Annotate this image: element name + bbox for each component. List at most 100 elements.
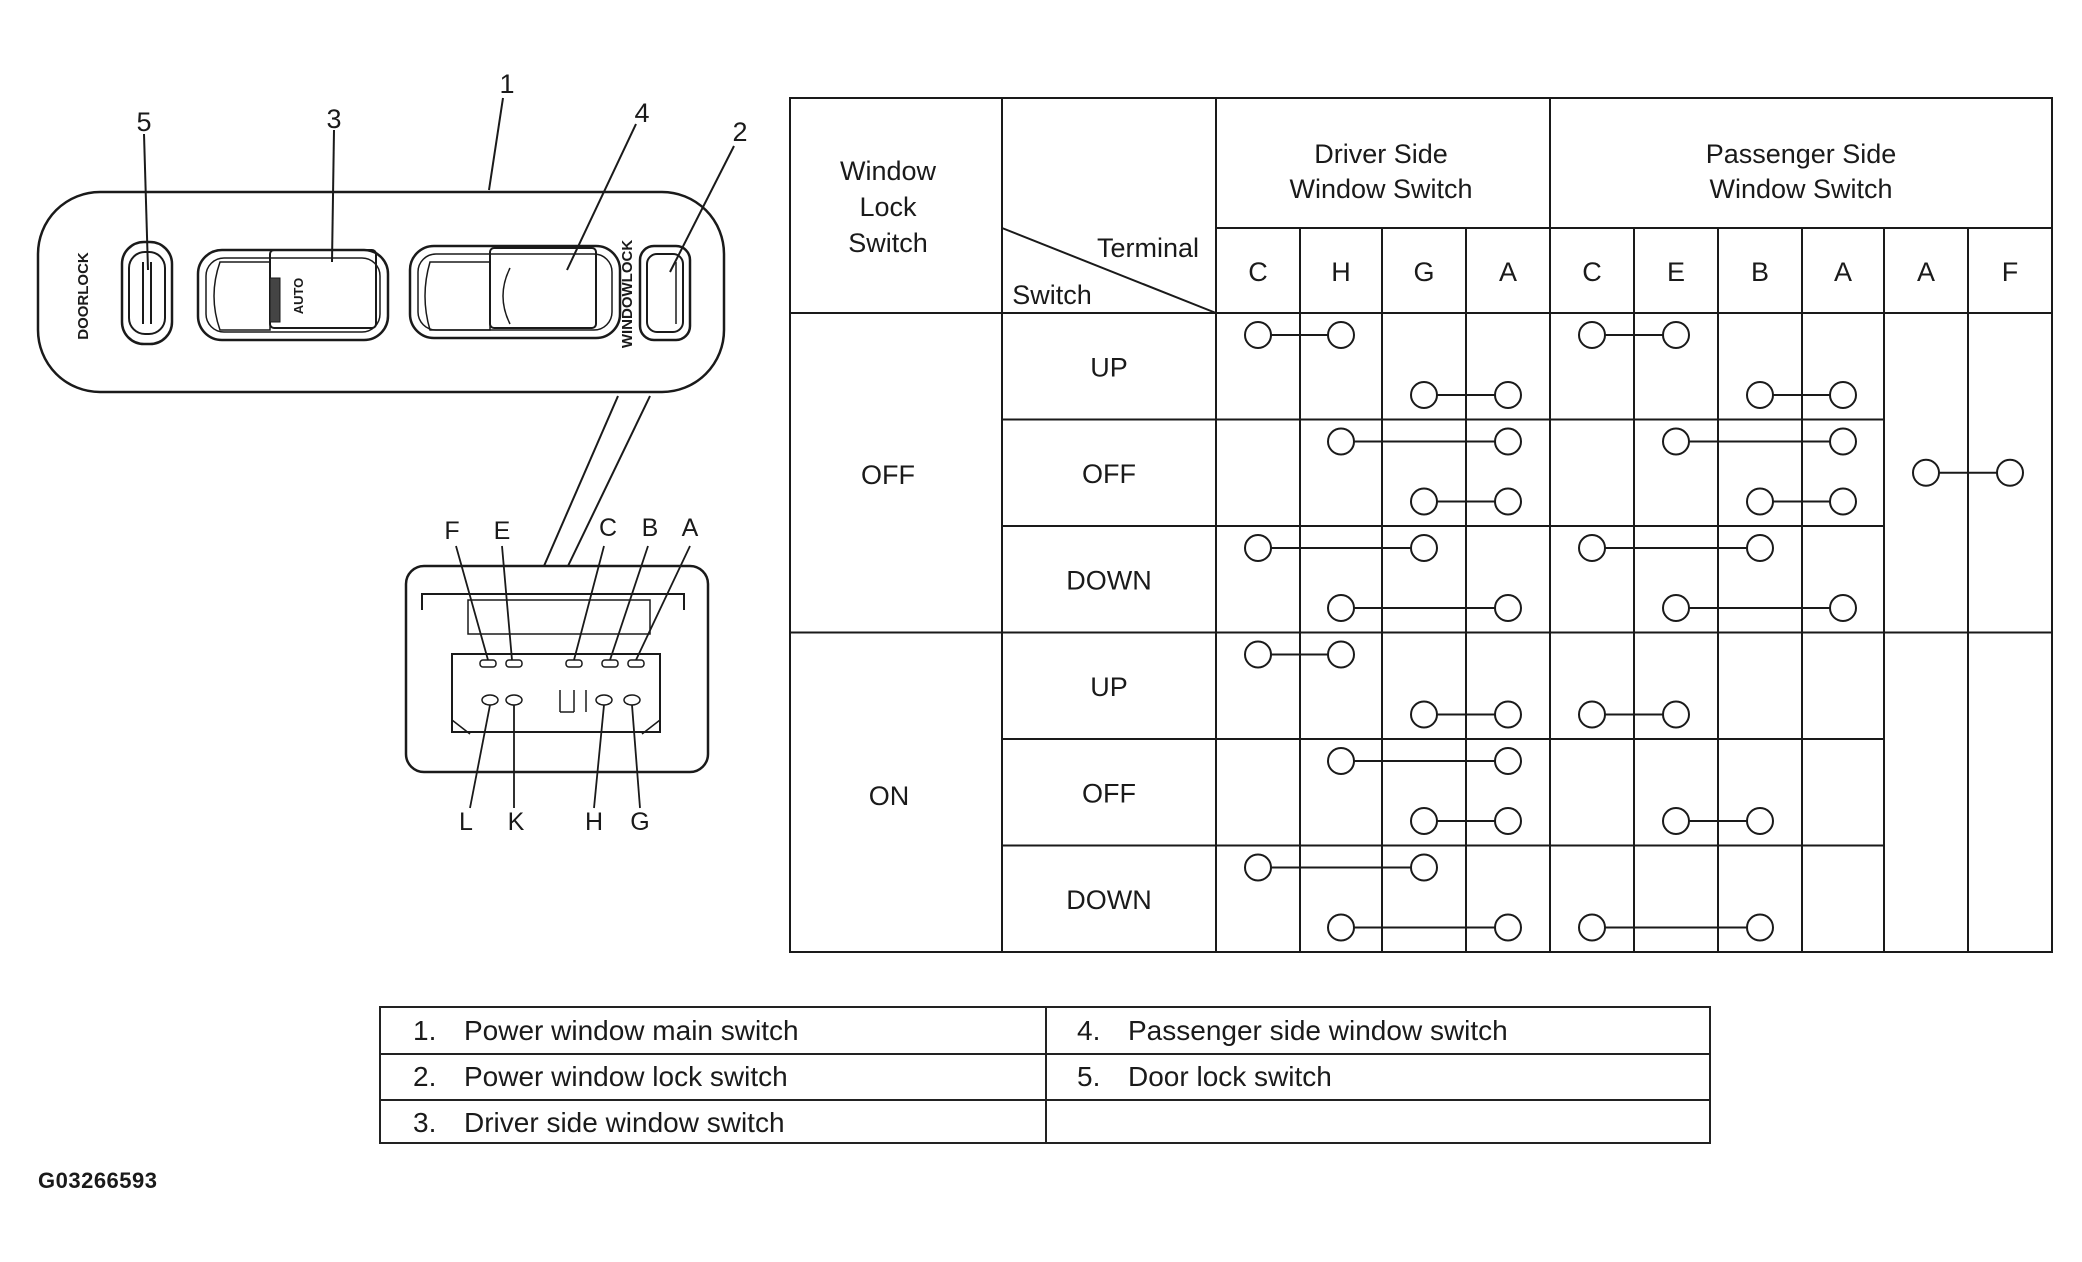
continuity-node <box>1829 381 1857 409</box>
figure-id: G03266593 <box>38 1168 158 1193</box>
table-rule <box>1001 227 1217 314</box>
switch-connector: F E C B A L K H G <box>404 514 710 836</box>
terminal-label-c: C <box>1248 257 1268 287</box>
continuity-node <box>1327 427 1355 456</box>
lock-header-line-3: Switch <box>848 228 928 258</box>
legend-text: Power window main switch <box>464 1015 799 1046</box>
legend-row: 1. Power window main switch 4. Passenger… <box>381 1008 1709 1054</box>
continuity-node <box>1494 594 1522 622</box>
legend-number: 5. <box>1077 1061 1101 1092</box>
lock-header-line-1: Window <box>840 156 937 186</box>
continuity-table: Window Lock Switch Driver Side Window Sw… <box>789 97 2053 953</box>
callout-2: 2 <box>732 117 747 147</box>
legend-number: 4. <box>1077 1015 1101 1046</box>
continuity-node <box>1662 321 1690 349</box>
windowlock-label: WINDOWLOCK <box>619 240 636 348</box>
driver-header-line-2: Window Switch <box>1289 174 1472 204</box>
continuity-node <box>1662 594 1690 622</box>
continuity-node <box>1244 640 1272 669</box>
switch-position-down: DOWN <box>1066 885 1151 915</box>
continuity-node <box>1746 487 1774 516</box>
switch-position-off: OFF <box>1082 459 1136 489</box>
continuity-node <box>1829 487 1857 516</box>
callout-numbers: 1 2 3 4 5 <box>136 69 747 147</box>
continuity-node <box>1327 640 1355 669</box>
continuity-node <box>1494 700 1522 729</box>
pin-label-c: C <box>599 514 617 542</box>
continuity-node <box>1829 594 1857 622</box>
legend-row: 2. Power window lock switch 5. Door lock… <box>381 1054 1709 1100</box>
continuity-node <box>1746 534 1774 562</box>
legend-text: Door lock switch <box>1128 1061 1332 1092</box>
switch-position-up: UP <box>1090 352 1128 382</box>
continuity-node <box>1410 853 1438 882</box>
continuity-node <box>1494 807 1522 835</box>
legend-row: 3. Driver side window switch <box>381 1100 1709 1146</box>
continuity-node <box>1494 487 1522 516</box>
driver-side-window-switch <box>196 248 390 342</box>
table-border <box>789 97 2053 953</box>
continuity-node <box>1578 534 1606 562</box>
legend-text: Power window lock switch <box>464 1061 788 1092</box>
switch-position-down: DOWN <box>1066 565 1151 595</box>
legend-text: Passenger side window switch <box>1128 1015 1508 1046</box>
window-lock-switch <box>638 244 692 342</box>
callout-5: 5 <box>136 107 151 137</box>
continuity-node <box>1244 321 1272 349</box>
legend-item-4: 4. Passenger side window switch <box>1047 1008 1711 1054</box>
continuity-node <box>1327 321 1355 349</box>
switch-position-off: OFF <box>1082 778 1136 808</box>
continuity-node <box>1829 427 1857 456</box>
terminal-label-c: C <box>1582 257 1602 287</box>
legend-item-1: 1. Power window main switch <box>381 1008 1045 1054</box>
terminal-label-a: A <box>1834 257 1852 287</box>
passenger-header-line-2: Window Switch <box>1709 174 1892 204</box>
pin-label-b: B <box>642 514 659 542</box>
continuity-node <box>1996 458 2024 487</box>
terminal-label: Terminal <box>1097 233 1199 263</box>
continuity-node <box>1578 321 1606 349</box>
continuity-node <box>1494 427 1522 456</box>
legend-item-2: 2. Power window lock switch <box>381 1054 1045 1100</box>
pin-label-e: E <box>494 517 511 545</box>
driver-header-line-1: Driver Side <box>1314 139 1448 169</box>
switch-label: Switch <box>1012 280 1092 310</box>
continuity-node <box>1746 807 1774 835</box>
continuity-node <box>1662 700 1690 729</box>
pin-label-g: G <box>630 808 649 836</box>
continuity-node <box>1244 853 1272 882</box>
terminal-label-g: G <box>1413 257 1434 287</box>
legend-number: 2. <box>413 1061 437 1092</box>
legend-text: Driver side window switch <box>464 1107 785 1138</box>
callout-1: 1 <box>499 69 514 99</box>
continuity-node <box>1410 381 1438 409</box>
legend-item-3: 3. Driver side window switch <box>381 1100 1045 1146</box>
callout-4: 4 <box>634 98 649 128</box>
pin-label-l: L <box>459 808 473 836</box>
legend-number: 3. <box>413 1107 437 1138</box>
switch-position-up: UP <box>1090 672 1128 702</box>
continuity-node <box>1578 913 1606 942</box>
terminal-label-f: F <box>2002 257 2019 287</box>
terminal-label-a: A <box>1499 257 1517 287</box>
pin-label-k: K <box>508 808 525 836</box>
pin-label-h: H <box>585 808 603 836</box>
continuity-node <box>1327 594 1355 622</box>
continuity-node <box>1494 381 1522 409</box>
continuity-node <box>1912 458 1940 487</box>
auto-label: AUTO <box>291 278 306 315</box>
pin-label-a: A <box>682 514 699 542</box>
continuity-node <box>1244 534 1272 562</box>
terminal-label-h: H <box>1331 257 1351 287</box>
passenger-side-window-switch <box>408 244 622 340</box>
legend-item-5: 5. Door lock switch <box>1047 1054 1711 1100</box>
continuity-node <box>1746 381 1774 409</box>
lock-state-off: OFF <box>861 460 915 490</box>
continuity-node <box>1410 700 1438 729</box>
pin-label-f: F <box>444 517 459 545</box>
continuity-node <box>1410 487 1438 516</box>
continuity-node <box>1327 747 1355 775</box>
callout-3: 3 <box>326 104 341 134</box>
doorlock-label: DOORLOCK <box>75 252 92 340</box>
continuity-node <box>1494 913 1522 942</box>
